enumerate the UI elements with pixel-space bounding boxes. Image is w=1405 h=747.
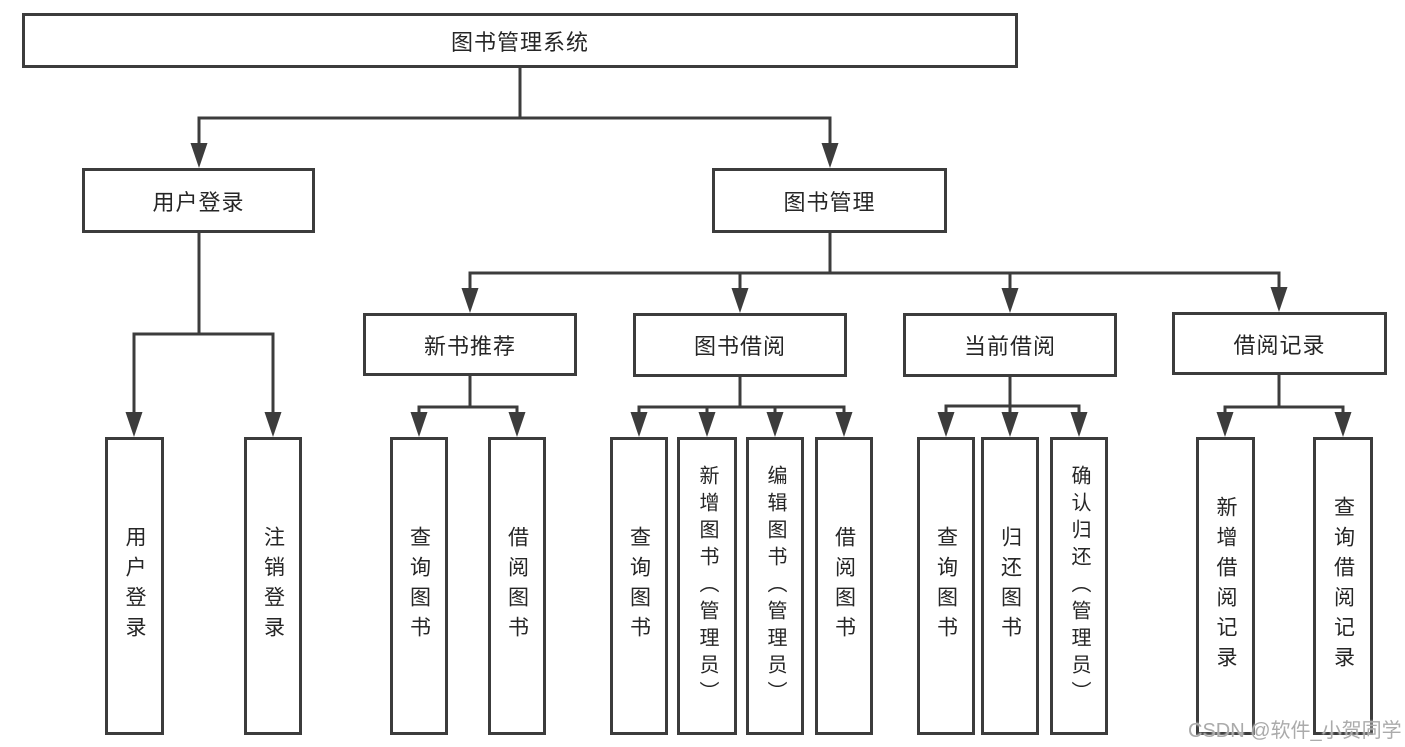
node-leaf-query-book-3: 查询图书 xyxy=(917,437,975,735)
node-leaf-add-record: 新增借阅记录 xyxy=(1196,437,1255,735)
node-leaf-borrow-book-1: 借阅图书 xyxy=(488,437,546,735)
node-leaf-logout-label: 注销登录 xyxy=(261,526,285,646)
csdn-watermark: CSDN @软件_小贺同学 xyxy=(1188,720,1402,742)
node-book-mgmt: 图书管理 xyxy=(712,168,947,233)
node-leaf-return-book-label: 归还图书 xyxy=(998,526,1022,646)
node-leaf-user-login-label: 用户登录 xyxy=(123,526,146,646)
node-leaf-add-book: 新增图书（管理员） xyxy=(677,437,737,735)
node-leaf-query-book-2: 查询图书 xyxy=(610,437,668,735)
node-leaf-borrow-book-1-label: 借阅图书 xyxy=(505,526,529,646)
node-user-login-label: 用户登录 xyxy=(152,189,245,215)
node-leaf-borrow-book-2-label: 借阅图书 xyxy=(832,526,856,646)
node-user-login: 用户登录 xyxy=(82,168,315,233)
node-leaf-query-record: 查询借阅记录 xyxy=(1313,437,1373,735)
node-leaf-edit-book: 编辑图书（管理员） xyxy=(746,437,804,735)
node-leaf-confirm-return-label: 确认归还（管理员） xyxy=(1068,464,1090,708)
node-book-borrow: 图书借阅 xyxy=(633,313,847,377)
node-leaf-add-book-label: 新增图书（管理员） xyxy=(696,464,718,708)
node-root: 图书管理系统 xyxy=(22,13,1018,68)
node-leaf-borrow-book-2: 借阅图书 xyxy=(815,437,873,735)
node-leaf-query-book-1: 查询图书 xyxy=(390,437,448,735)
node-leaf-query-record-label: 查询借阅记录 xyxy=(1331,496,1355,676)
node-new-book-rec-label: 新书推荐 xyxy=(423,333,516,359)
node-leaf-add-record-label: 新增借阅记录 xyxy=(1214,496,1237,676)
node-leaf-confirm-return: 确认归还（管理员） xyxy=(1050,437,1108,735)
node-leaf-query-book-1-label: 查询图书 xyxy=(407,526,431,646)
node-borrow-record-label: 借阅记录 xyxy=(1233,332,1326,358)
node-borrow-record: 借阅记录 xyxy=(1172,312,1387,375)
node-leaf-query-book-3-label: 查询图书 xyxy=(934,526,958,646)
node-book-borrow-label: 图书借阅 xyxy=(693,334,786,359)
node-leaf-return-book: 归还图书 xyxy=(981,437,1039,735)
node-new-book-rec: 新书推荐 xyxy=(363,313,577,376)
node-book-mgmt-label: 图书管理 xyxy=(783,189,876,215)
node-leaf-logout: 注销登录 xyxy=(244,437,302,735)
node-root-label: 图书管理系统 xyxy=(450,29,589,55)
node-leaf-edit-book-label: 编辑图书（管理员） xyxy=(764,464,786,708)
node-current-borrow-label: 当前借阅 xyxy=(963,334,1056,359)
node-leaf-query-book-2-label: 查询图书 xyxy=(627,526,651,646)
node-current-borrow: 当前借阅 xyxy=(903,313,1117,377)
node-leaf-user-login: 用户登录 xyxy=(105,437,164,735)
